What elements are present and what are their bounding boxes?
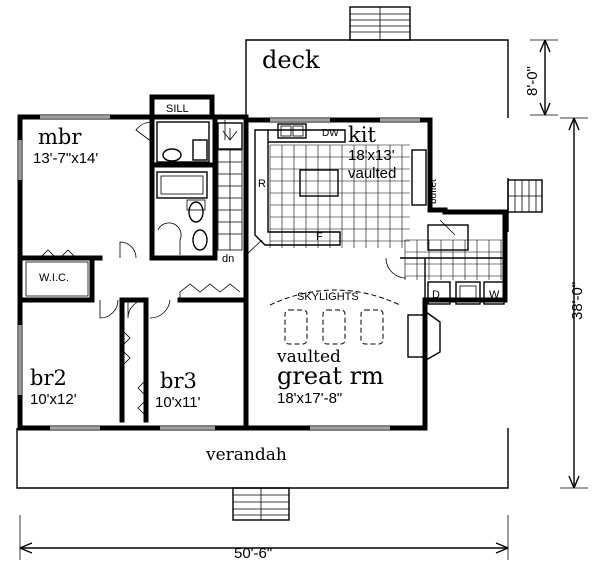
closets xyxy=(25,249,241,417)
mbr-size: 13'-7"x14' xyxy=(33,150,98,167)
kitchen-floor xyxy=(254,123,427,248)
interior-walls xyxy=(17,114,505,431)
br2-label: br2 xyxy=(30,366,67,390)
verandah-outline xyxy=(16,428,509,521)
skylights-label: SKYLIGHTS xyxy=(297,291,359,303)
deck-outline xyxy=(245,6,543,232)
kit-note: vaulted xyxy=(348,165,396,182)
great-label: great rm xyxy=(277,362,384,390)
great-room-features xyxy=(269,289,441,361)
bath-fixtures xyxy=(156,121,243,255)
mbr-label: mbr xyxy=(38,125,82,149)
wic-label: W.I.C. xyxy=(39,272,69,284)
width-dimension: 50'-6" xyxy=(234,545,272,562)
doors xyxy=(99,120,456,319)
br3-size: 10'x11' xyxy=(155,394,201,411)
verandah-label: verandah xyxy=(205,445,287,465)
dw-label: DW xyxy=(322,128,339,139)
washer-label: W xyxy=(489,289,500,301)
br2-size: 10'x12' xyxy=(30,391,77,408)
dimension-lines xyxy=(19,39,588,560)
deck-depth-dimension: 8'-0" xyxy=(524,66,541,96)
sill-label: SILL xyxy=(166,103,189,115)
interior-stairs xyxy=(217,149,243,251)
depth-dimension: 38'-0" xyxy=(569,282,586,320)
room-labels: deck mbr 13'-7"x14' SILL kit 18'x13' vau… xyxy=(30,46,586,562)
buffet-label: buffet xyxy=(428,179,439,204)
window-glazing xyxy=(19,116,420,429)
great-size: 18'x17'-8" xyxy=(277,390,342,407)
kit-label: kit xyxy=(348,123,376,147)
dn-label: dn xyxy=(222,253,234,265)
great-note: vaulted xyxy=(276,347,341,367)
br3-label: br3 xyxy=(160,369,197,393)
dryer-label: D xyxy=(432,289,440,301)
laundry-fixtures xyxy=(404,224,505,305)
kit-size: 18'x13' xyxy=(348,147,395,164)
f-label: F xyxy=(316,231,323,243)
deck-label: deck xyxy=(262,46,320,74)
r-label: R xyxy=(258,178,266,190)
